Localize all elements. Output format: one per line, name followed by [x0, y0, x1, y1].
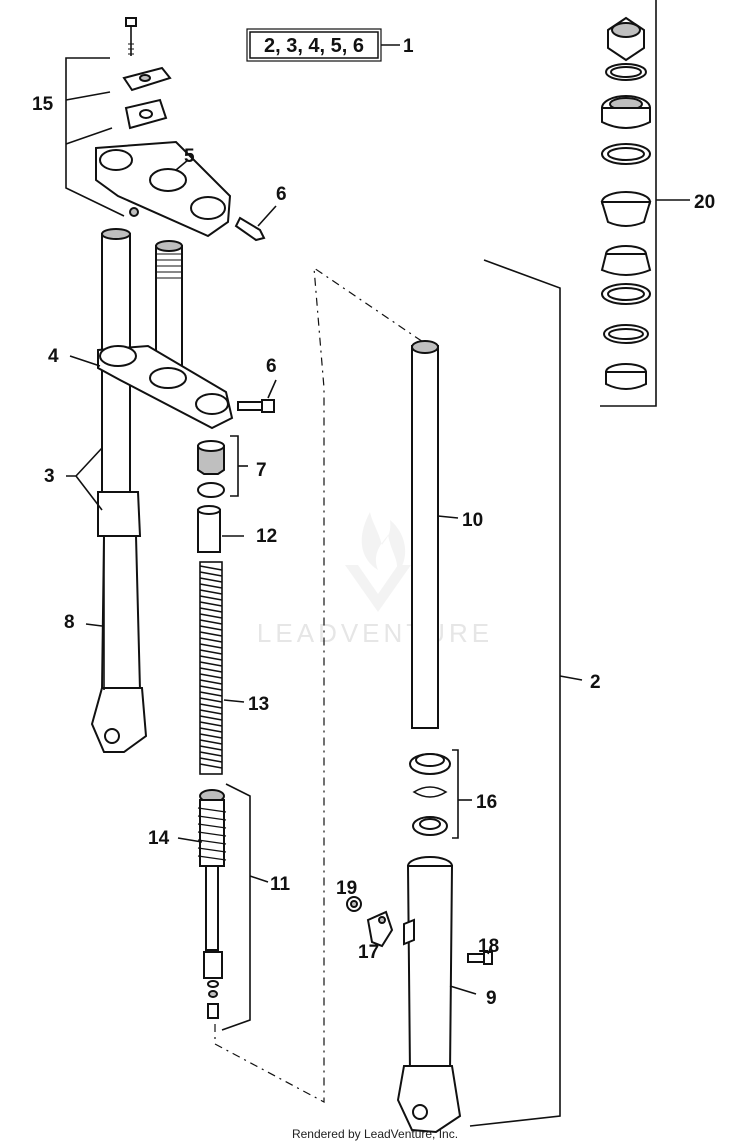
callout-labels: 1 2 3 4 5 6 6 7 8 9 10 11 12 13 14 15 16… — [32, 36, 715, 1009]
callout-16: 16 — [476, 792, 497, 813]
watermark-logo — [345, 512, 411, 612]
callout-6-upper: 6 — [276, 184, 287, 205]
footer-credit: Rendered by LeadVenture, Inc. — [291, 1127, 459, 1141]
callout-1: 1 — [403, 36, 414, 57]
callout-8: 8 — [64, 612, 75, 633]
leader-lines — [66, 159, 248, 843]
left-fork-assembly — [90, 228, 277, 753]
callout-11: 11 — [270, 874, 291, 895]
callout-13: 13 — [248, 694, 269, 715]
callout-17: 17 — [358, 942, 379, 963]
steering-bearing-set — [600, 0, 690, 407]
watermark-text: LEADVENTURE — [257, 618, 493, 648]
callout-12: 12 — [256, 526, 277, 547]
kit-box: 2, 3, 4, 5, 6 — [246, 28, 400, 62]
callout-2: 2 — [590, 672, 601, 693]
callout-10: 10 — [462, 510, 483, 531]
callout-7: 7 — [256, 460, 267, 481]
fork-spring — [199, 561, 223, 775]
callout-18: 18 — [478, 936, 499, 957]
callout-4: 4 — [48, 346, 59, 367]
callout-20: 20 — [694, 192, 715, 213]
callout-15: 15 — [32, 94, 54, 115]
kit-label: 2, 3, 4, 5, 6 — [264, 35, 364, 57]
callout-6-lower: 6 — [266, 356, 277, 377]
callout-9: 9 — [486, 988, 497, 1009]
callout-3: 3 — [44, 466, 55, 487]
callout-19: 19 — [336, 878, 357, 899]
callout-5: 5 — [184, 146, 195, 167]
callout-14: 14 — [148, 828, 170, 849]
right-fork-assembly — [346, 259, 583, 1134]
upper-clamp-group — [65, 17, 277, 242]
damper-components — [197, 266, 427, 1103]
